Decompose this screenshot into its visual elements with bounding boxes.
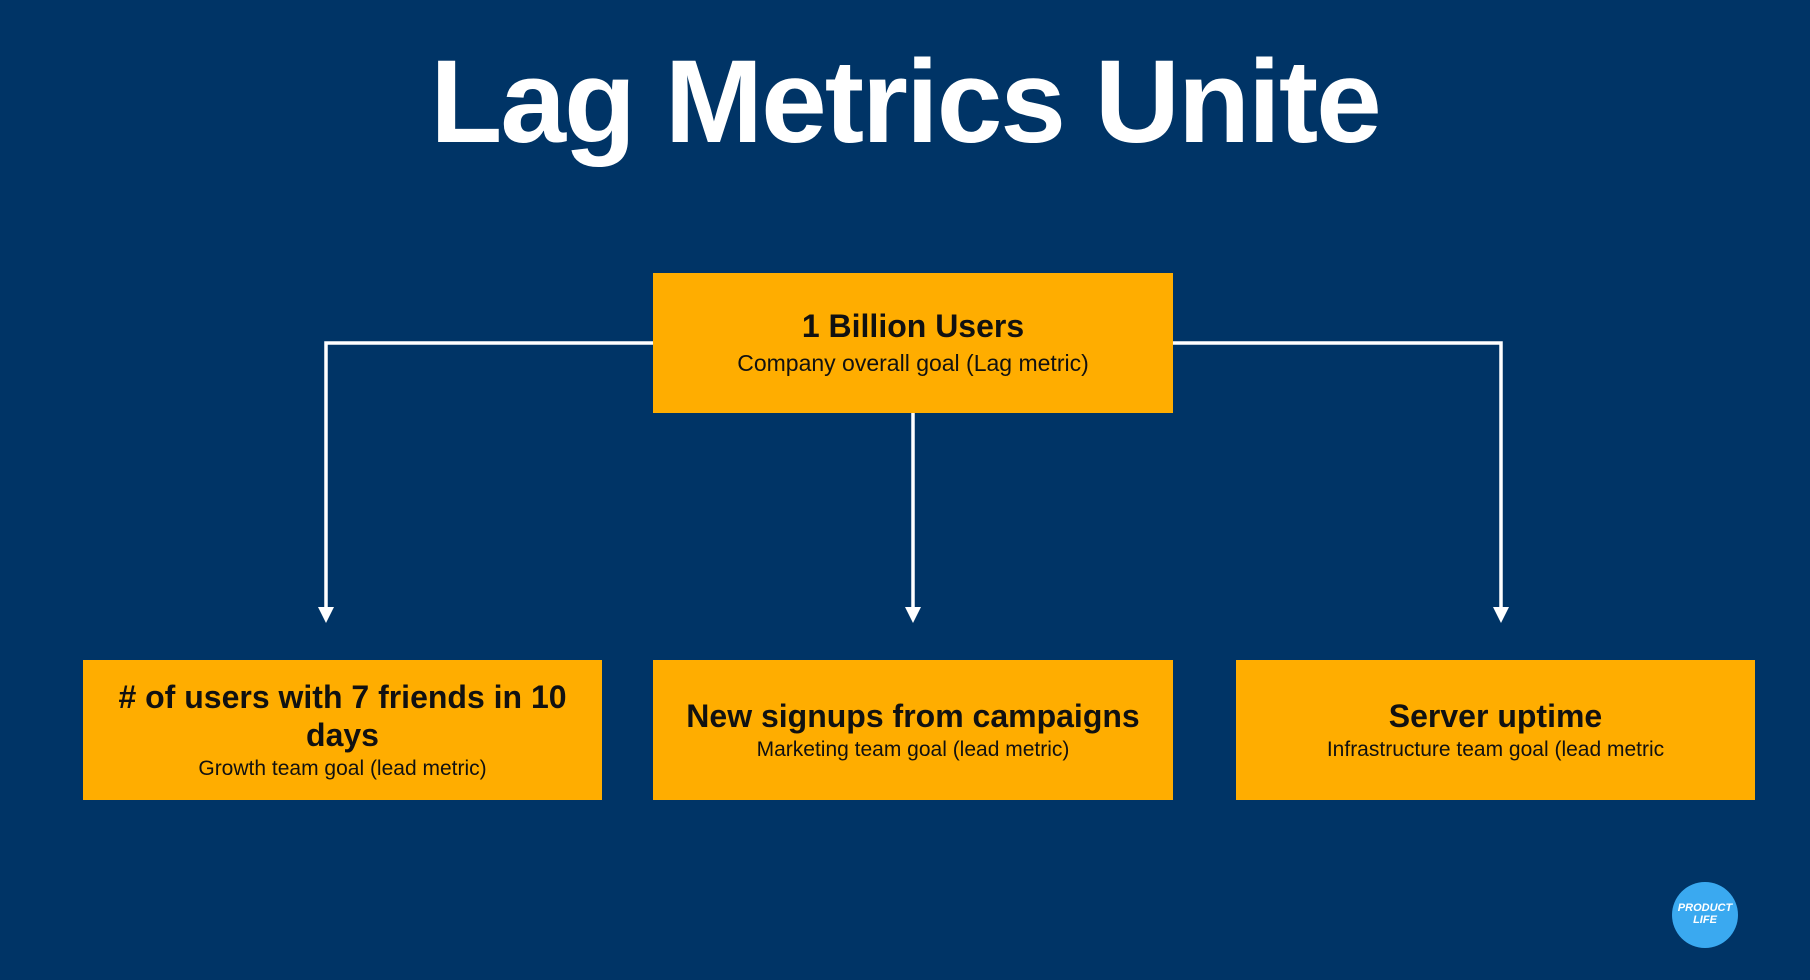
lead-metric-subtitle: Infrastructure team goal (lead metric [1326,737,1665,761]
connector-right [1173,341,1503,608]
lead-metric-heading: New signups from campaigns [686,698,1140,735]
lag-metric-heading: 1 Billion Users [801,307,1025,344]
lead-metric-box-marketing: New signups from campaigns Marketing tea… [653,660,1173,800]
logo-line-2: LIFE [1693,914,1717,926]
arrowhead-right [1493,607,1509,623]
arrowhead-left [318,607,334,623]
lead-metric-heading: Server uptime [1388,698,1603,735]
lead-metric-subtitle: Growth team goal (lead metric) [198,756,487,780]
slide-title: Lag Metrics Unite [430,36,1382,168]
lead-metric-box-growth: # of users with 7 friends in 10 days Gro… [83,660,602,800]
product-life-logo: PRODUCT LIFE [1672,882,1738,948]
arrowhead-middle [905,607,921,623]
connector-left [324,341,653,608]
lead-metric-box-infrastructure: Server uptime Infrastructure team goal (… [1236,660,1755,800]
lead-metric-heading: # of users with 7 friends in 10 days [118,678,567,754]
lead-metric-subtitle: Marketing team goal (lead metric) [756,737,1070,761]
lag-metric-box: 1 Billion Users Company overall goal (La… [653,273,1173,413]
logo-line-1: PRODUCT [1677,902,1733,915]
lag-metric-subtitle: Company overall goal (Lag metric) [737,350,1089,377]
